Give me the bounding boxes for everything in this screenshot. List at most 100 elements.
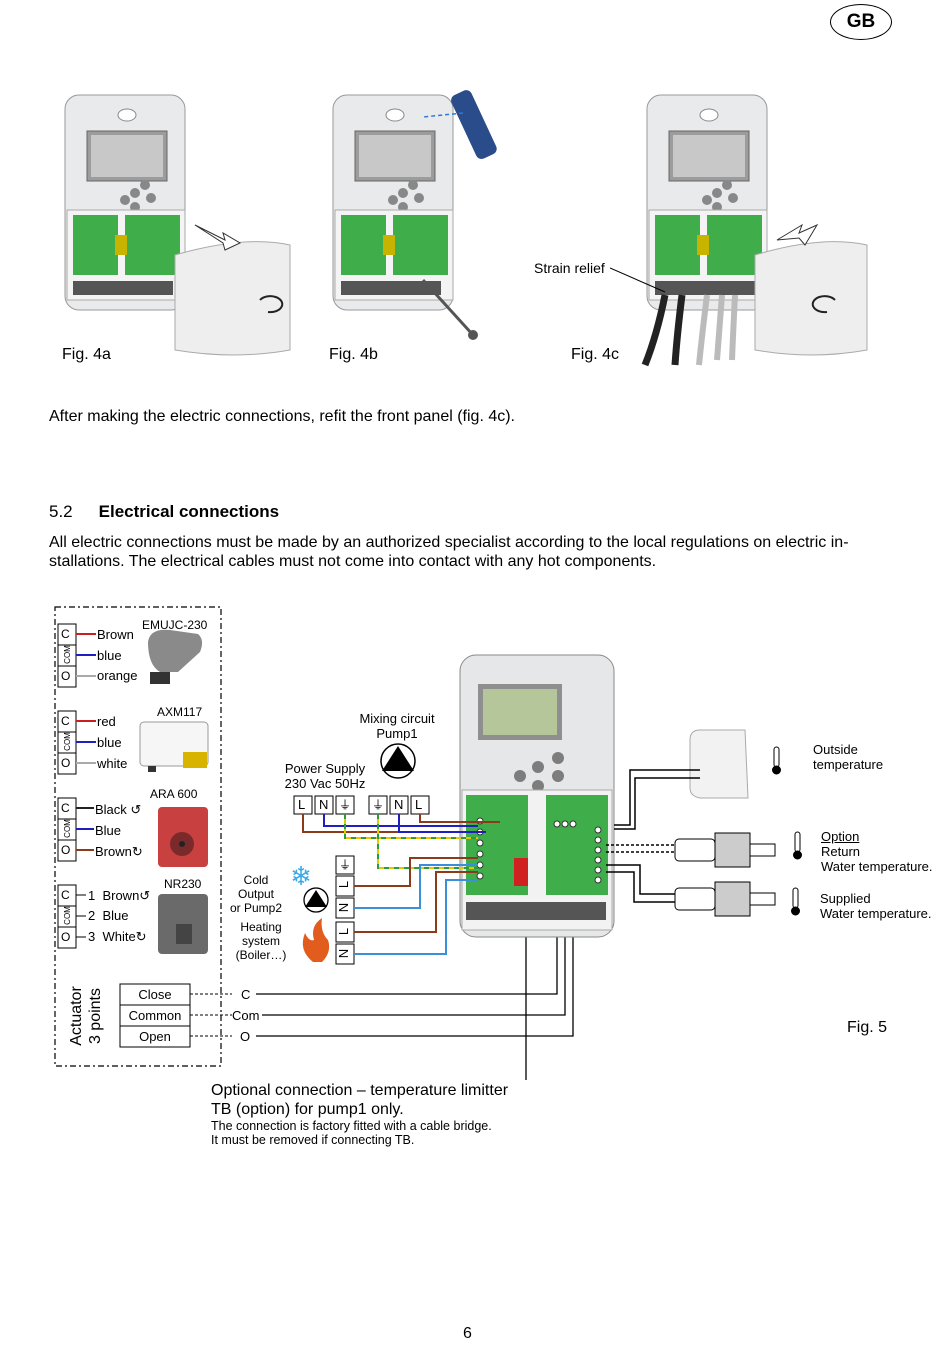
model-emujc: EMUJC-230 (142, 618, 208, 632)
power-supply-label: Power Supply 230 Vac 50Hz (280, 761, 370, 791)
fig4c-caption: Fig. 4c (571, 346, 620, 363)
terminal-blocks (57, 623, 77, 949)
figure-4a (64, 94, 291, 356)
section-title: Electrical connections (98, 502, 280, 521)
wire-ara-2: Blue (95, 823, 122, 838)
heating-label: Heating system (Boiler…) (230, 920, 292, 962)
actuator-wires (76, 633, 96, 938)
term-ara-o: O (61, 843, 71, 857)
pump-terminal-l: L (415, 797, 423, 812)
strain-relief-pointer (610, 267, 666, 293)
note-line2: TB (option) for pump1 only. (211, 1101, 404, 1118)
power-l1: Power Supply (284, 761, 366, 776)
section-number: 5.2 (49, 502, 73, 521)
return-l2: Return (821, 844, 861, 859)
fig4a-caption: Fig. 4a (62, 346, 111, 363)
return-l1: Option (821, 829, 860, 844)
actuator-table (119, 983, 232, 1048)
figure-4b (332, 90, 497, 340)
pump-ground-icon: ⏚ (372, 798, 385, 812)
term-ara-c: C (61, 801, 70, 815)
heat-l1: Heating (240, 920, 282, 934)
term-emu-com: COM (62, 645, 72, 664)
mixing-pump-l1: Mixing circuit (359, 711, 435, 726)
actuator-title-2: 3 points (87, 987, 104, 1045)
wire-nr-2: 2 Blue (88, 908, 129, 923)
power-l2: 230 Vac 50Hz (284, 776, 366, 791)
return-l3: Water temperature. (821, 859, 933, 874)
thermometer-icons (772, 746, 802, 916)
wire-emu-1: Brown (97, 627, 134, 642)
snowflake-icon: ❄ (290, 861, 312, 891)
model-ara600: ARA 600 (150, 787, 198, 801)
figure-4c (641, 94, 868, 367)
term-emu-o: O (61, 669, 71, 683)
row-close: Close (138, 987, 172, 1002)
mixing-pump-l2: Pump1 (376, 726, 418, 741)
wire-axm-1: red (97, 714, 116, 729)
power-terminals (293, 795, 430, 815)
actuator-nr230-image (158, 894, 208, 954)
refit-paragraph: After making the electric connections, r… (49, 408, 515, 425)
page-number: 6 (463, 1325, 472, 1342)
model-axm117: AXM117 (157, 705, 203, 719)
flame-icon (302, 918, 330, 962)
controller-unit (459, 654, 615, 938)
cold-output-label: Cold Output or Pump2 (224, 873, 288, 915)
actuator-frame (54, 606, 222, 1067)
term-axm-c: C (61, 714, 70, 728)
section-body: All electric connections must be made by… (49, 533, 909, 571)
cold-terminal-l: L (336, 880, 352, 889)
return-temp-label: Option Return Water temperature. (821, 829, 933, 874)
mixing-pump-symbol (380, 743, 416, 779)
supply-temp-label: Supplied Water temperature. (820, 891, 932, 921)
return-sensor (606, 832, 776, 868)
term-axm-o: O (61, 756, 71, 770)
wire-emu-3: orange (97, 668, 138, 683)
wire-axm-2: blue (97, 735, 122, 750)
strain-relief-label: Strain relief (534, 260, 605, 276)
cold-l1: Cold Output (237, 873, 275, 901)
outside-l1: Outside (813, 742, 858, 757)
wire-axm-3: white (97, 756, 128, 771)
outside-l2: temperature (813, 757, 884, 772)
outside-temp-label: Outside temperature (813, 742, 883, 772)
heat-l3: (Boiler…) (235, 948, 287, 962)
ps-ground-icon: ⏚ (339, 798, 352, 812)
row-open: Open (139, 1029, 171, 1044)
term-nr-o: O (61, 930, 71, 944)
actuator-title-1: Actuator (68, 986, 85, 1046)
fig5-caption: Fig. 5 (847, 1019, 888, 1036)
heat-terminal-l: L (336, 927, 352, 936)
term-axm-com: COM (62, 732, 72, 751)
actuator-emujc-image (148, 629, 203, 684)
note-line1: Optional connection – temperature limitt… (211, 1082, 509, 1099)
section-body-line2: stallations. The electrical cables must … (49, 553, 657, 570)
section-heading: 5.2 Electrical connections (49, 502, 279, 522)
ps-terminal-n: N (319, 797, 329, 812)
ps-terminal-l: L (298, 797, 306, 812)
model-nr230: NR230 (164, 877, 202, 891)
note-line4: It must be removed if connecting TB. (211, 1133, 415, 1147)
supplied-l2: Water temperature. (820, 906, 932, 921)
optional-connection-detail: The connection is factory fitted with a … (211, 1119, 492, 1147)
supplied-l1: Supplied (820, 891, 871, 906)
heat-terminal-n: N (336, 948, 352, 959)
mixing-pump-label: Mixing circuit Pump1 (352, 711, 442, 741)
term-ara-com: COM (62, 819, 72, 838)
out-ground-icon: ⏚ (339, 858, 352, 872)
end-com: Com (232, 1008, 260, 1023)
wire-nr-1: 1 Brown↺ (88, 888, 151, 903)
cold-terminal-n: N (336, 902, 352, 913)
language-badge: GB (830, 4, 892, 40)
wire-ara-3: Brown↻ (95, 844, 143, 859)
output-wires (354, 857, 478, 955)
term-nr-c: C (61, 888, 70, 902)
section-body-line1: All electric connections must be made by… (49, 534, 849, 551)
supply-sensor (606, 864, 776, 917)
actuator-table-title: Actuator 3 points (67, 986, 105, 1046)
wire-nr-3: 3 White↻ (88, 929, 147, 944)
pump-terminal-n: N (394, 797, 404, 812)
heat-l2: system (241, 934, 280, 948)
figure-4-panels (64, 90, 868, 367)
